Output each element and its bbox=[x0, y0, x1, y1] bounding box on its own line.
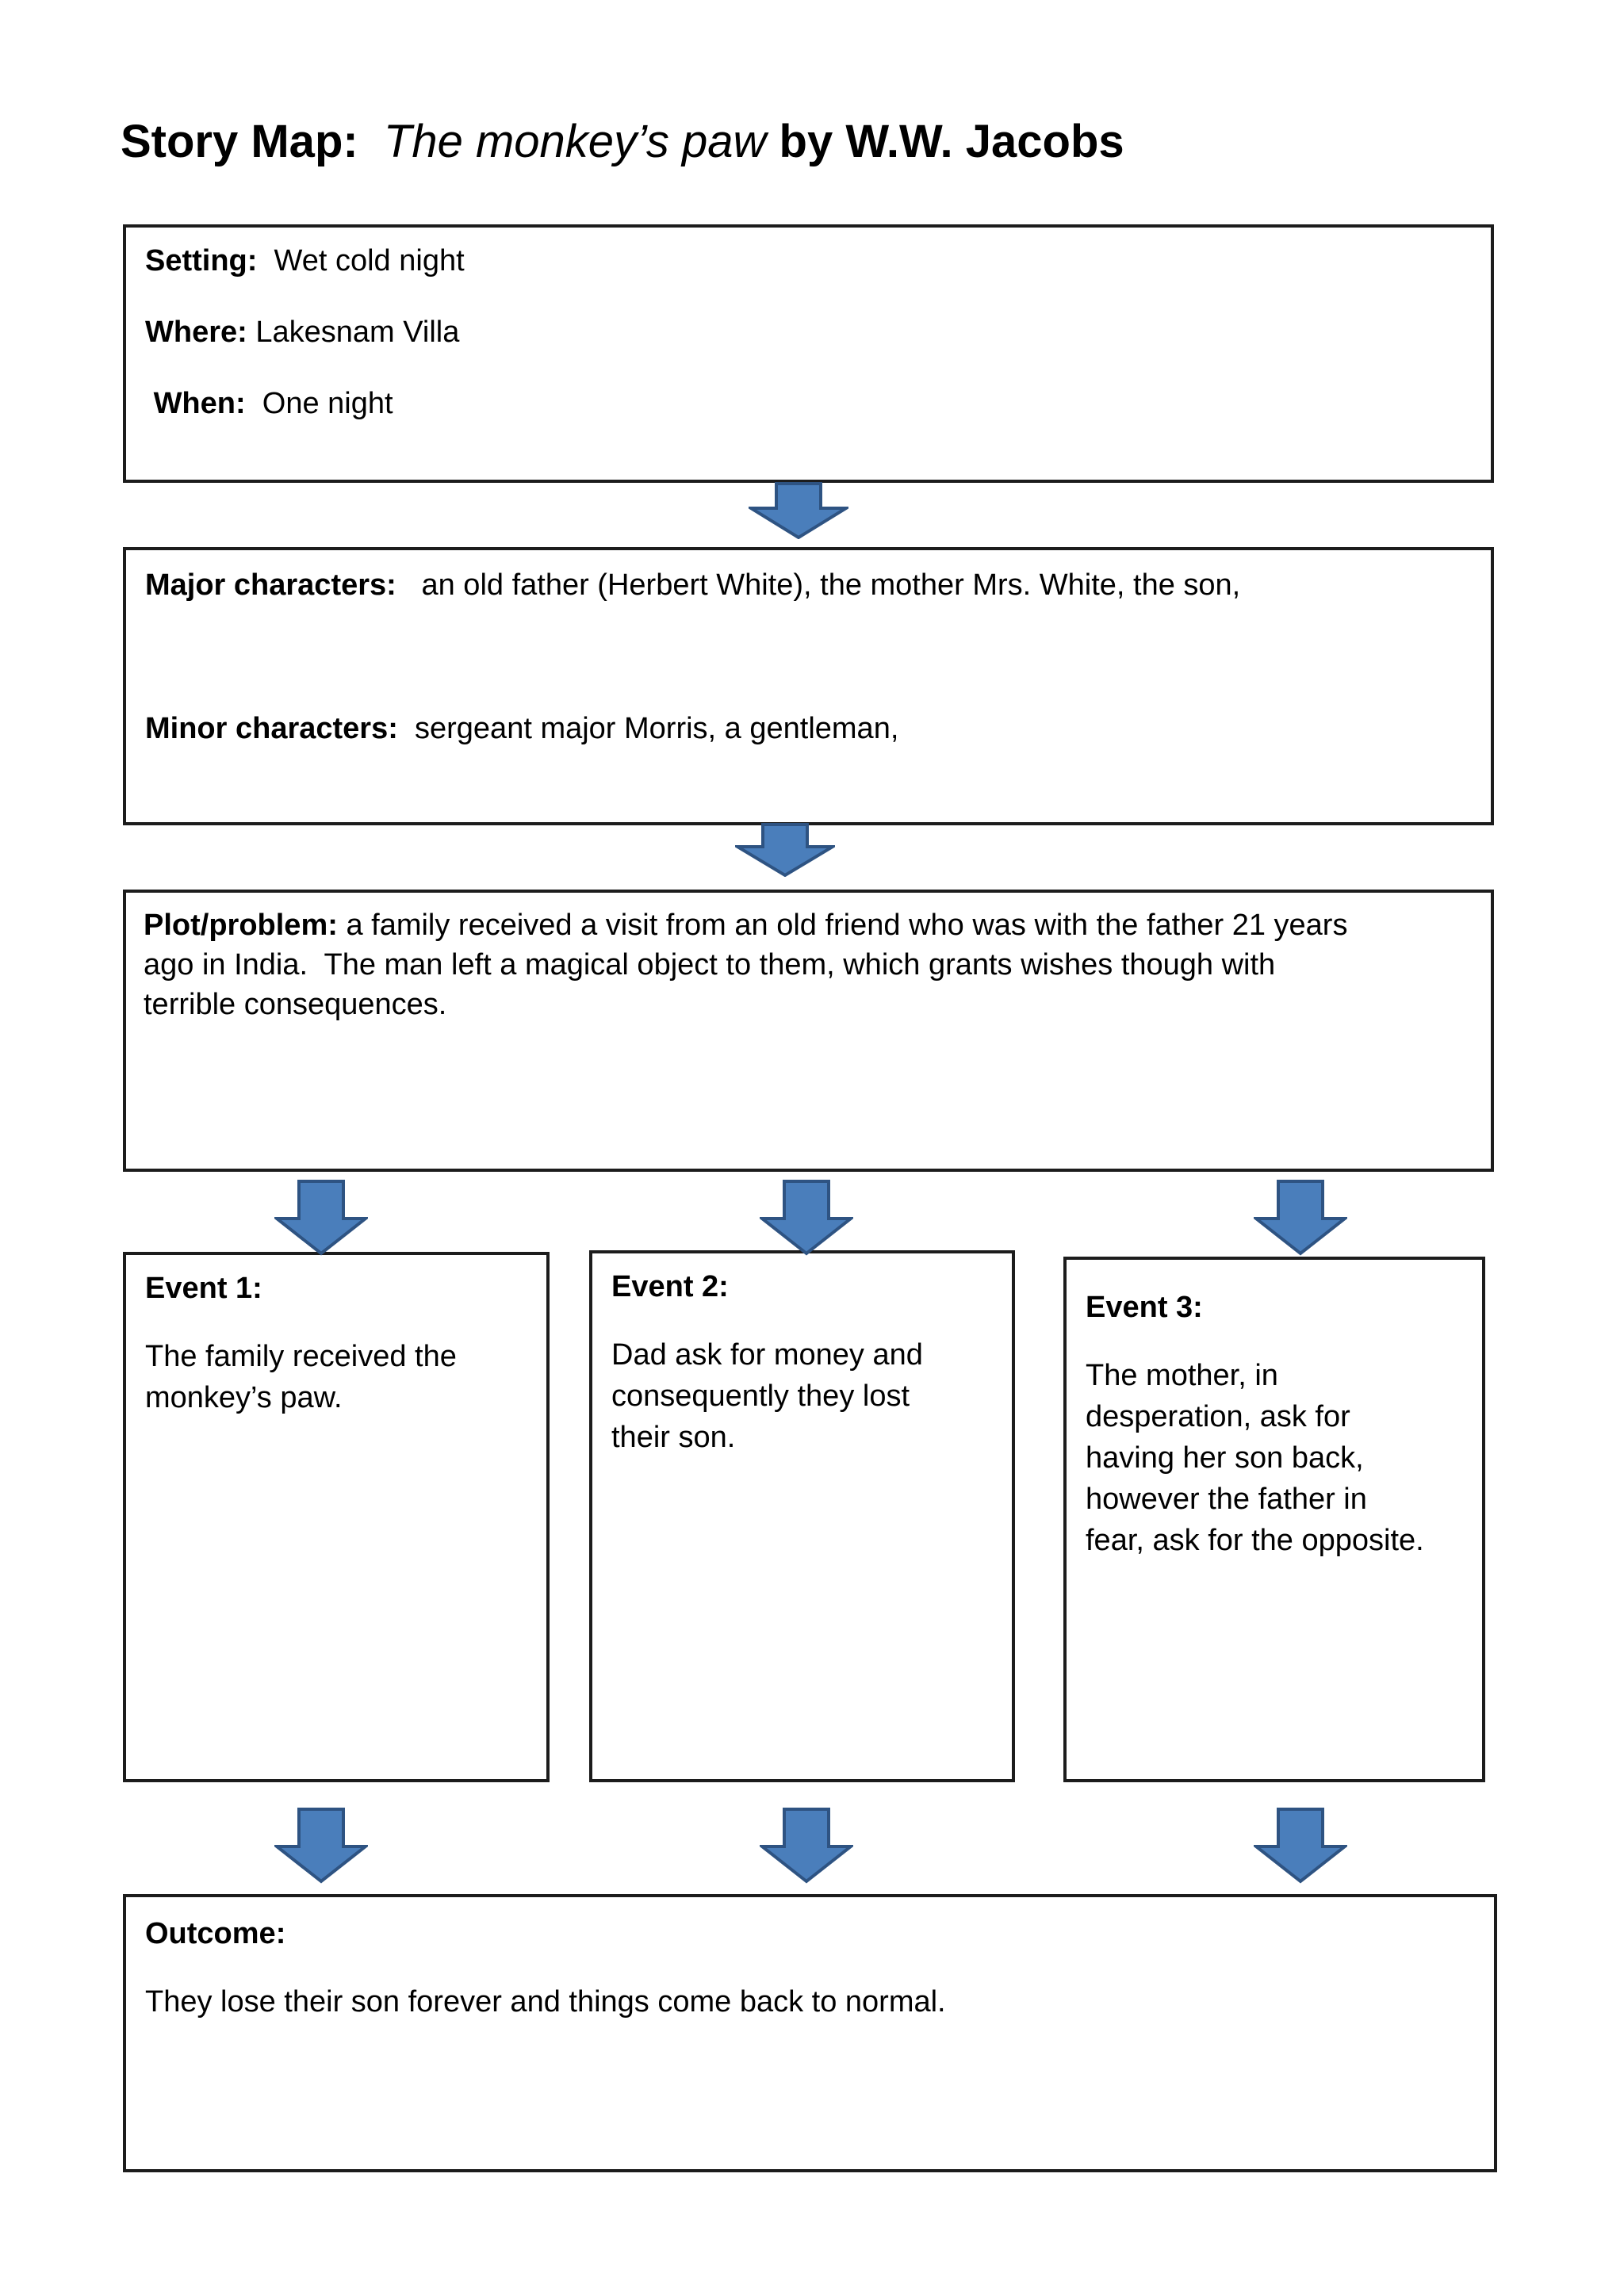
plot-problem-label: Plot/problem: bbox=[144, 909, 338, 942]
major-characters-line: Major characters: an old father (Herbert… bbox=[145, 563, 1472, 607]
down-arrow-icon bbox=[274, 1808, 368, 1884]
event-1-text: The family received the monkey’s paw. bbox=[145, 1340, 457, 1414]
down-arrow-icon bbox=[760, 1180, 853, 1256]
where-value: Lakesnam Villa bbox=[247, 316, 460, 349]
minor-characters-line: Minor characters: sergeant major Morris,… bbox=[145, 706, 1472, 751]
setting-box: Setting: Wet cold night Where: Lakesnam … bbox=[123, 224, 1494, 483]
down-arrow-icon bbox=[274, 1180, 368, 1256]
minor-characters-label: Minor characters: bbox=[145, 712, 398, 745]
where-label: Where: bbox=[145, 316, 247, 349]
event-2-title: Event 2: bbox=[611, 1270, 729, 1303]
event-2-box: Event 2: Dad ask for money and consequen… bbox=[589, 1250, 1015, 1782]
setting-value: Wet cold night bbox=[257, 244, 465, 277]
event-3-title: Event 3: bbox=[1086, 1291, 1203, 1324]
down-arrow-icon bbox=[760, 1808, 853, 1884]
outcome-text: They lose their son forever and things c… bbox=[145, 1985, 946, 2019]
major-characters-label: Major characters: bbox=[145, 568, 396, 602]
plot-problem-value: a family received a visit from an old fr… bbox=[144, 909, 1348, 1021]
event-2-text: Dad ask for money and consequently they … bbox=[611, 1338, 923, 1454]
down-arrow-icon bbox=[735, 823, 835, 877]
when-line: When: One night bbox=[145, 381, 1472, 426]
outcome-box: Outcome: They lose their son forever and… bbox=[123, 1894, 1497, 2172]
down-arrow-icon bbox=[1254, 1180, 1347, 1256]
when-label: When: bbox=[145, 387, 246, 420]
setting-label: Setting: bbox=[145, 244, 258, 277]
event-3-text: The mother, in desperation, ask for havi… bbox=[1086, 1359, 1424, 1557]
outcome-title: Outcome: bbox=[145, 1917, 286, 1950]
setting-line: Setting: Wet cold night bbox=[145, 239, 1472, 283]
down-arrow-icon bbox=[749, 482, 848, 539]
plot-problem-box: Plot/problem: a family received a visit … bbox=[123, 890, 1494, 1172]
title-prefix: Story Map: bbox=[121, 116, 384, 167]
major-characters-value: an old father (Herbert White), the mothe… bbox=[396, 568, 1241, 602]
event-3-box: Event 3: The mother, in desperation, ask… bbox=[1063, 1257, 1485, 1782]
characters-box: Major characters: an old father (Herbert… bbox=[123, 547, 1494, 825]
title-author: by W.W. Jacobs bbox=[766, 116, 1124, 167]
when-value: One night bbox=[245, 387, 393, 420]
page-title: Story Map: The monkey’s paw by W.W. Jaco… bbox=[121, 116, 1124, 169]
event-1-box: Event 1: The family received the monkey’… bbox=[123, 1252, 550, 1782]
where-line: Where: Lakesnam Villa bbox=[145, 310, 1472, 354]
event-1-title: Event 1: bbox=[145, 1272, 262, 1305]
plot-problem-line: Plot/problem: a family received a visit … bbox=[144, 905, 1483, 1024]
down-arrow-icon bbox=[1254, 1808, 1347, 1884]
minor-characters-value: sergeant major Morris, a gentleman, bbox=[397, 712, 899, 745]
title-book-name: The monkey’s paw bbox=[383, 116, 767, 167]
